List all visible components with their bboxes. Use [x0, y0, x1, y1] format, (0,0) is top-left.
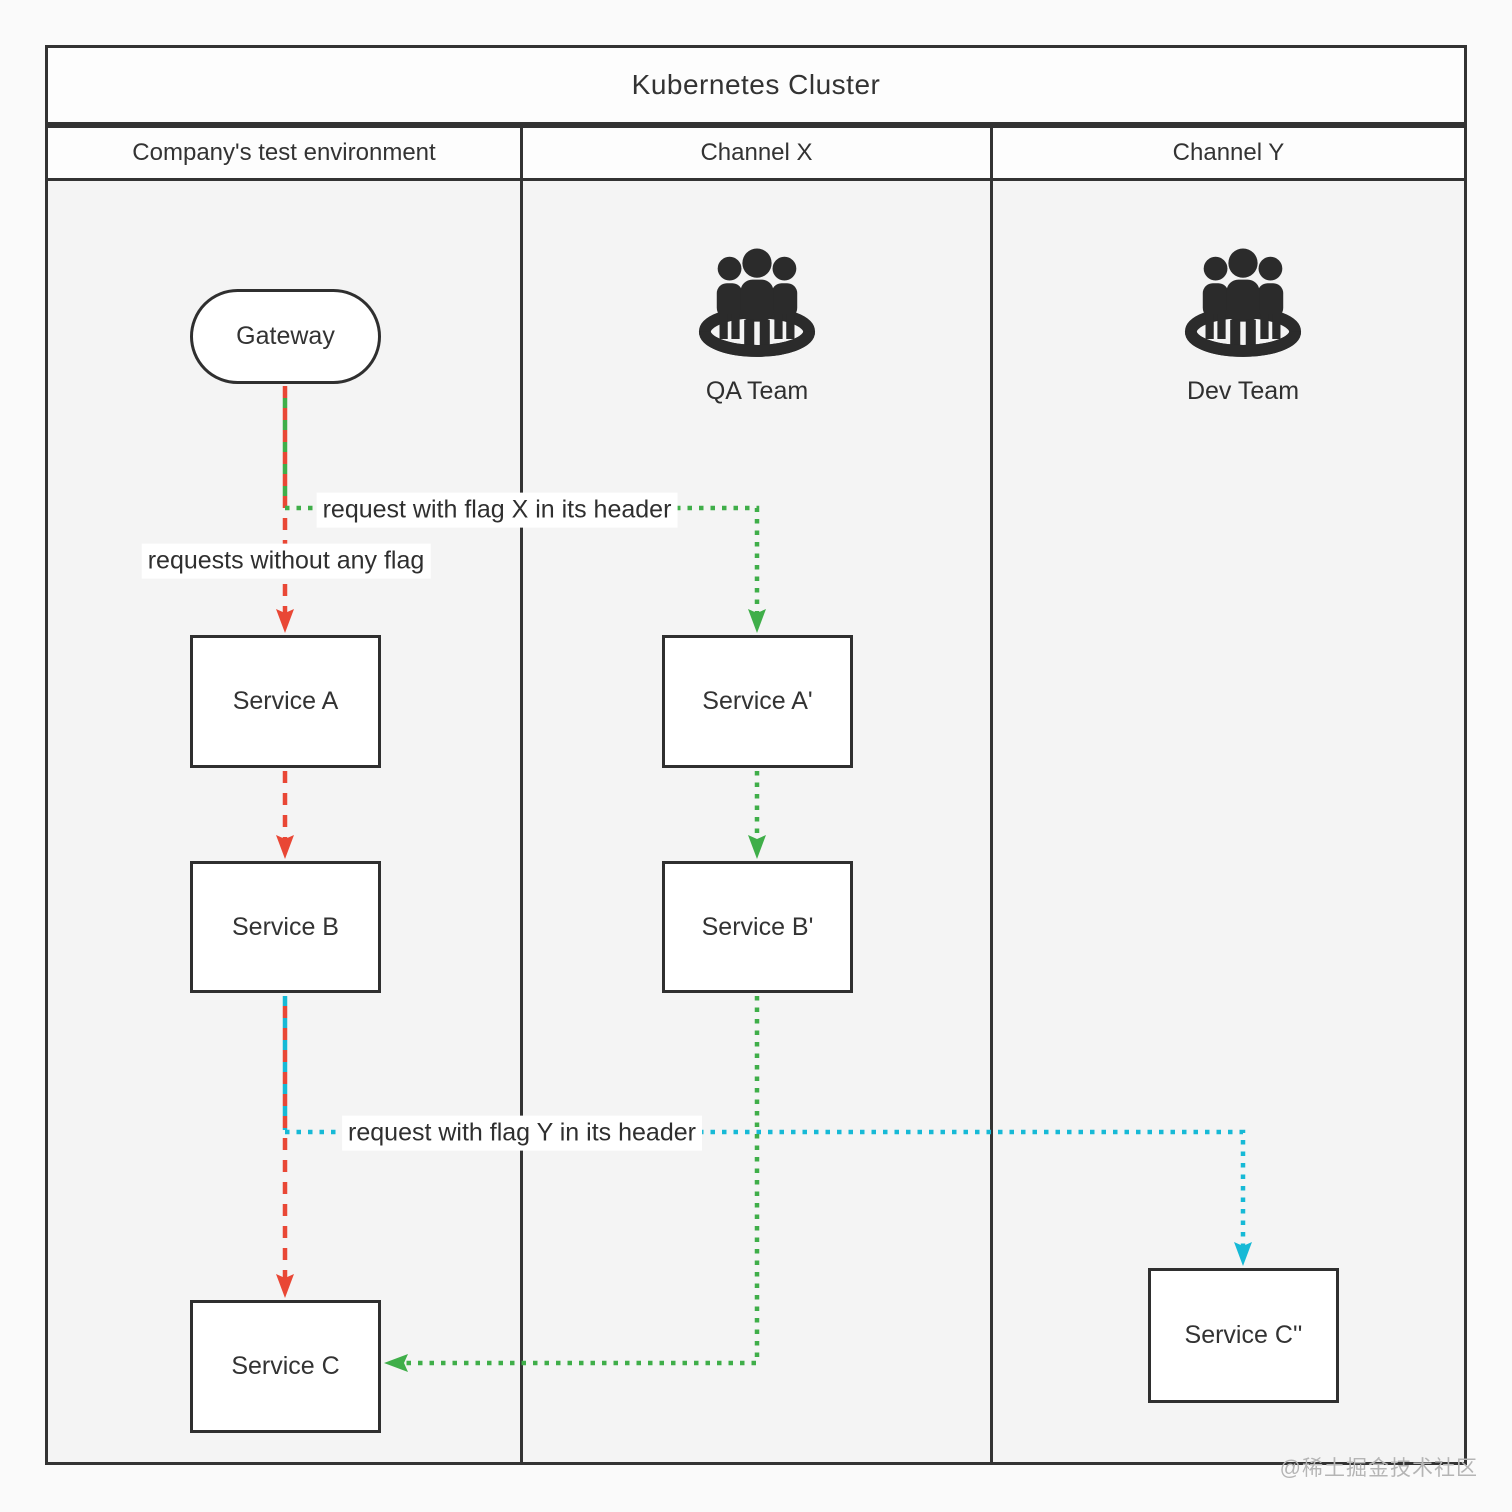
- edge-label-flag-y: request with flag Y in its header: [342, 1115, 702, 1151]
- lane-divider-1: [520, 181, 523, 1462]
- service-b-prime-node: Service B': [662, 861, 853, 993]
- qa-team-label: QA Team: [705, 377, 809, 405]
- dev-team-label: Dev Team: [1186, 377, 1300, 405]
- qa-team: QA Team: [657, 247, 857, 406]
- service-a-prime-node: Service A': [662, 635, 853, 768]
- edge-label-no-flag: requests without any flag: [141, 543, 431, 579]
- service-a-node: Service A: [190, 635, 381, 768]
- gateway-node: Gateway: [190, 289, 381, 384]
- lane-headers: Company's test environment Channel X Cha…: [48, 125, 1464, 181]
- dev-team: Dev Team: [1143, 247, 1343, 406]
- lane-header-test-environment: Company's test environment: [48, 128, 523, 178]
- people-group-icon: [698, 248, 816, 357]
- service-b-node: Service B: [190, 861, 381, 993]
- watermark: @稀土掘金技术社区: [1279, 1457, 1478, 1480]
- edge-label-flag-x: request with flag X in its header: [316, 492, 678, 528]
- people-group-icon: [1184, 248, 1302, 357]
- lane-divider-2: [990, 181, 993, 1462]
- lane-header-channel-x: Channel X: [523, 128, 993, 178]
- service-c-node: Service C: [190, 1300, 381, 1433]
- lane-header-channel-y: Channel Y: [1172, 139, 1285, 166]
- cluster-title: Kubernetes Cluster: [48, 48, 1464, 125]
- service-c-doubleprime-node: Service C'': [1148, 1268, 1339, 1403]
